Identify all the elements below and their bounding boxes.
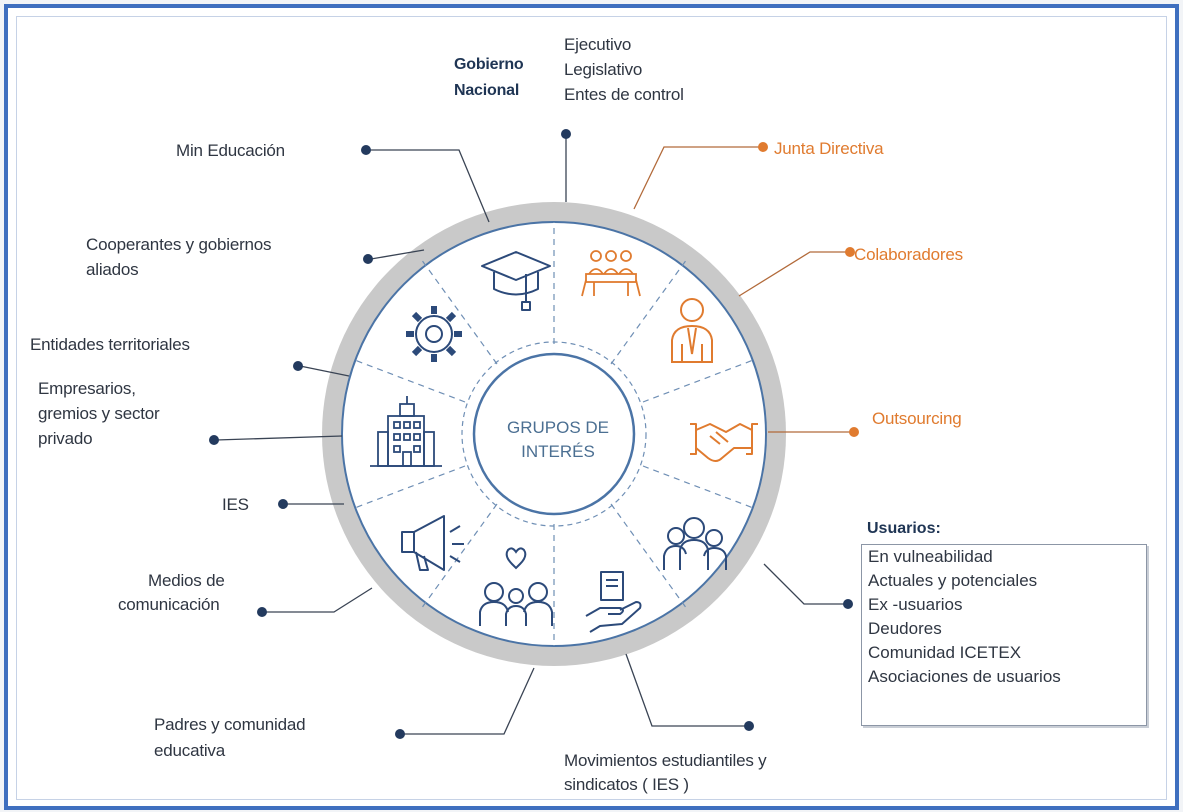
gear-icon — [406, 306, 462, 362]
center-label: GRUPOS DE INTERÉS — [484, 416, 632, 464]
label-cooperantes-1: Cooperantes y gobiernos — [86, 235, 272, 254]
label-junta-directiva: Junta Directiva — [774, 139, 884, 158]
label-ies: IES — [222, 495, 249, 514]
orange-dots — [758, 142, 859, 437]
connector-entidades — [299, 365, 350, 377]
connector-empresarios — [215, 435, 343, 441]
inner-border — [16, 16, 1167, 800]
usuarios-box: En vulneabilidad Actuales y potenciales … — [861, 544, 1147, 726]
users-group-icon — [663, 517, 727, 570]
graduation-cap-icon — [481, 251, 551, 311]
connector-cooperantes — [370, 249, 425, 260]
label-movimientos-1: Movimientos estudiantiles y — [564, 751, 767, 770]
businessman-icon — [671, 298, 713, 363]
label-padres-2: educativa — [154, 741, 225, 760]
handshake-icon — [690, 423, 758, 462]
meeting-table-icon — [581, 250, 641, 297]
diagram-frame: GRUPOS DE INTERÉS Gobierno Nacional Ejec… — [4, 4, 1179, 810]
usuarios-item: Asociaciones de usuarios — [868, 667, 1061, 686]
building-icon — [370, 396, 442, 467]
gobierno-item: Ejecutivo — [564, 35, 632, 54]
connector-junta — [633, 146, 762, 210]
connector-colaboradores — [738, 251, 848, 297]
label-medios-2: comunicación — [118, 595, 220, 614]
usuarios-item: Deudores — [868, 619, 942, 638]
usuarios-item: En vulneabilidad — [868, 547, 993, 566]
label-outsourcing: Outsourcing — [872, 409, 962, 428]
usuarios-title: Usuarios: — [867, 520, 941, 537]
label-medios-1: Medios de — [148, 571, 225, 590]
usuarios-item: Actuales y potenciales — [868, 571, 1038, 590]
connector-usuarios — [763, 563, 846, 605]
usuarios-item: Comunidad ICETEX — [868, 643, 1022, 662]
label-entidades: Entidades territoriales — [30, 335, 190, 354]
label-empresarios-2: gremios y sector — [38, 404, 160, 423]
label-empresarios-3: privado — [38, 429, 93, 448]
gobierno-item: Legislativo — [564, 60, 643, 79]
label-colaboradores: Colaboradores — [854, 245, 963, 264]
connector-medios — [264, 587, 373, 613]
stakeholder-wheel — [209, 129, 859, 739]
usuarios-item: Ex -usuarios — [868, 595, 963, 614]
gobierno-title-1: Gobierno — [454, 56, 524, 73]
connector-movimientos — [625, 653, 747, 727]
label-min-educacion: Min Educación — [176, 141, 285, 160]
inner-dashed-circle — [461, 341, 647, 527]
navy-dots — [209, 129, 853, 739]
label-padres-1: Padres y comunidad — [154, 715, 306, 734]
family-heart-icon — [479, 547, 553, 626]
connector-padres — [402, 667, 535, 735]
center-circle — [472, 352, 636, 516]
label-movimientos-2: sindicatos ( IES ) — [564, 775, 689, 794]
megaphone-icon — [401, 515, 464, 571]
gobierno-item: Entes de control — [564, 85, 684, 104]
book-in-hand-icon — [585, 571, 642, 633]
label-empresarios-1: Empresarios, — [38, 379, 136, 398]
connector-min-educacion — [369, 149, 490, 223]
segment-dividers — [351, 222, 757, 646]
label-cooperantes-2: aliados — [86, 260, 139, 279]
orange-connectors — [633, 146, 852, 433]
center-label-line2: INTERÉS — [521, 442, 595, 461]
gobierno-title-2: Nacional — [454, 82, 520, 99]
connector-lines — [215, 134, 846, 735]
center-label-line1: GRUPOS DE — [506, 418, 610, 437]
